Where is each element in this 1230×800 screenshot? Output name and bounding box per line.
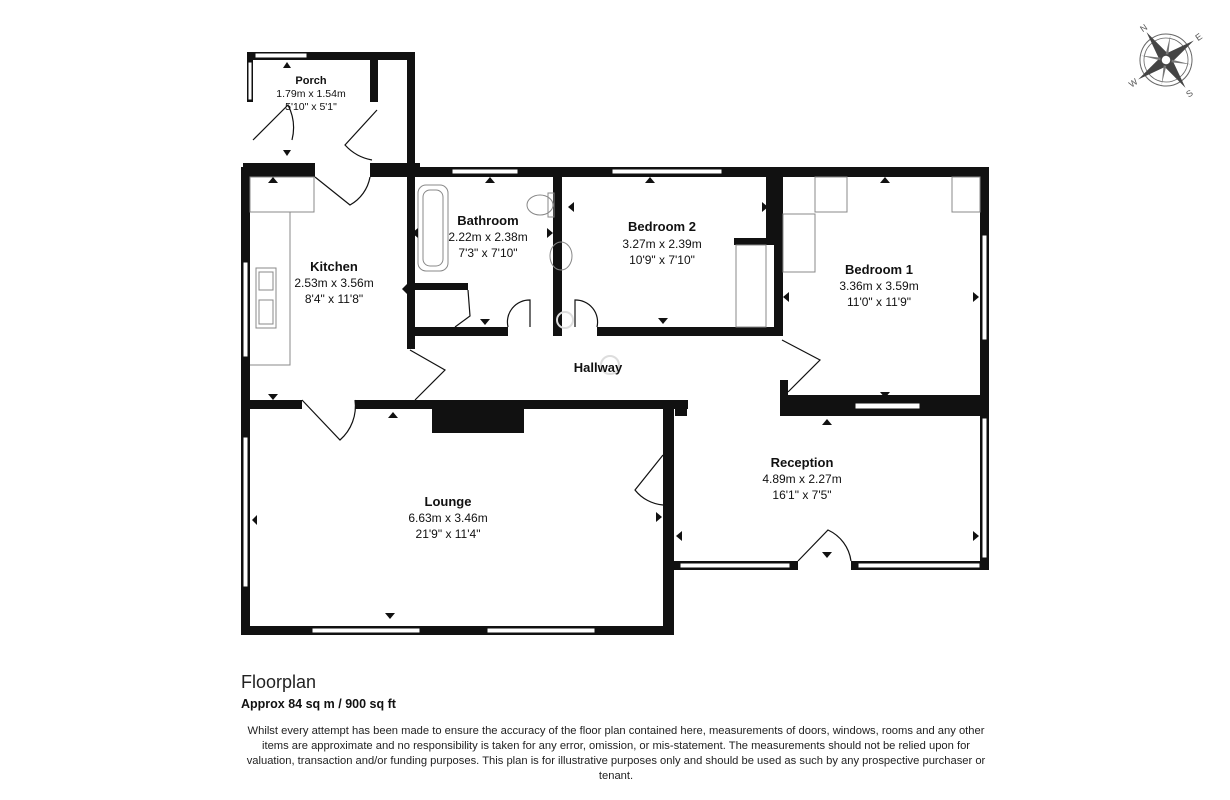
walls xyxy=(241,52,989,635)
room-hallway: Hallway xyxy=(574,360,623,375)
watermark xyxy=(556,311,620,375)
doors xyxy=(252,103,852,562)
room-bedroom-2: Bedroom 2 3.27m x 2.39m 10'9" x 7'10" xyxy=(622,219,701,267)
room-lounge-name: Lounge xyxy=(425,494,472,509)
room-bathroom-metric: 2.22m x 2.38m xyxy=(448,230,527,244)
disclaimer-text: Whilst every attempt has been made to en… xyxy=(246,725,986,782)
compass-rose-icon: N E S W xyxy=(1127,22,1204,100)
room-porch-name: Porch xyxy=(295,75,326,87)
floorplan-title: Floorplan xyxy=(241,672,317,692)
room-kitchen-name: Kitchen xyxy=(310,259,358,274)
room-kitchen-metric: 2.53m x 3.56m xyxy=(294,276,373,290)
room-kitchen-imperial: 8'4" x 11'8" xyxy=(305,292,363,306)
compass-letter-w: W xyxy=(1127,76,1140,89)
sink-icon xyxy=(255,267,277,329)
dimension-arrows xyxy=(252,62,979,619)
toilet-icon xyxy=(526,194,554,216)
room-reception-name: Reception xyxy=(771,455,834,470)
room-bathroom-name: Bathroom xyxy=(457,213,518,228)
compass-letter-s: S xyxy=(1184,88,1195,100)
room-reception: Reception 4.89m x 2.27m 16'1" x 7'5" xyxy=(762,455,841,502)
kitchen-counter xyxy=(249,176,315,213)
compass-letter-e: E xyxy=(1193,31,1204,43)
room-reception-imperial: 16'1" x 7'5" xyxy=(772,488,831,502)
room-bathroom-imperial: 7'3" x 7'10" xyxy=(458,246,517,260)
room-kitchen: Kitchen 2.53m x 3.56m 8'4" x 11'8" xyxy=(294,259,373,306)
wardrobe xyxy=(735,244,767,328)
room-lounge-imperial: 21'9" x 11'4" xyxy=(416,527,481,541)
room-bedroom-2-imperial: 10'9" x 7'10" xyxy=(629,253,695,267)
room-lounge-metric: 6.63m x 3.46m xyxy=(408,511,487,525)
room-bedroom-2-name: Bedroom 2 xyxy=(628,219,696,234)
room-bedroom-2-metric: 3.27m x 2.39m xyxy=(622,237,701,251)
basin-icon xyxy=(549,241,573,271)
room-bedroom-1: Bedroom 1 3.36m x 3.59m 11'0" x 11'9" xyxy=(839,262,918,309)
windows xyxy=(242,52,988,634)
room-bedroom-1-imperial: 11'0" x 11'9" xyxy=(847,295,911,309)
room-porch: Porch 1.79m x 1.54m 5'10" x 5'1" xyxy=(276,75,346,113)
compass-letter-n: N xyxy=(1138,22,1149,34)
room-bathroom: Bathroom 2.22m x 2.38m 7'3" x 7'10" xyxy=(448,213,527,260)
room-bedroom-1-name: Bedroom 1 xyxy=(845,262,913,277)
room-hallway-name: Hallway xyxy=(574,360,623,375)
room-porch-metric: 1.79m x 1.54m xyxy=(276,88,346,100)
room-porch-imperial: 5'10" x 5'1" xyxy=(285,101,337,113)
room-bedroom-1-metric: 3.36m x 3.59m xyxy=(839,279,918,293)
room-lounge: Lounge 6.63m x 3.46m 21'9" x 11'4" xyxy=(408,494,487,541)
floor-area: Approx 84 sq m / 900 sq ft xyxy=(241,697,396,711)
room-reception-metric: 4.89m x 2.27m xyxy=(762,472,841,486)
